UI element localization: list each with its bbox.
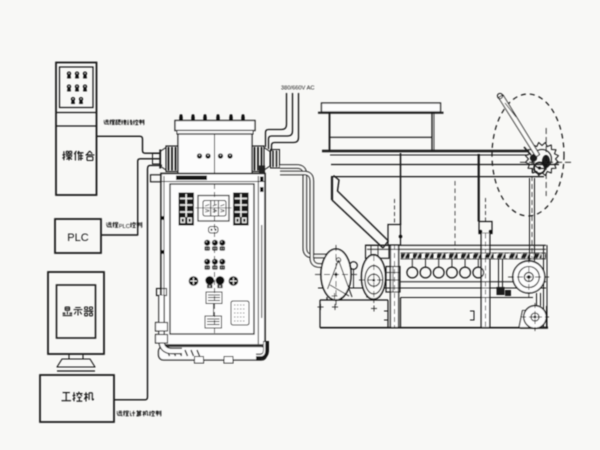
svg-text:PLC: PLC bbox=[119, 224, 130, 230]
svg-text:380/660V AC: 380/660V AC bbox=[281, 86, 315, 92]
svg-text:PLC: PLC bbox=[67, 232, 88, 244]
